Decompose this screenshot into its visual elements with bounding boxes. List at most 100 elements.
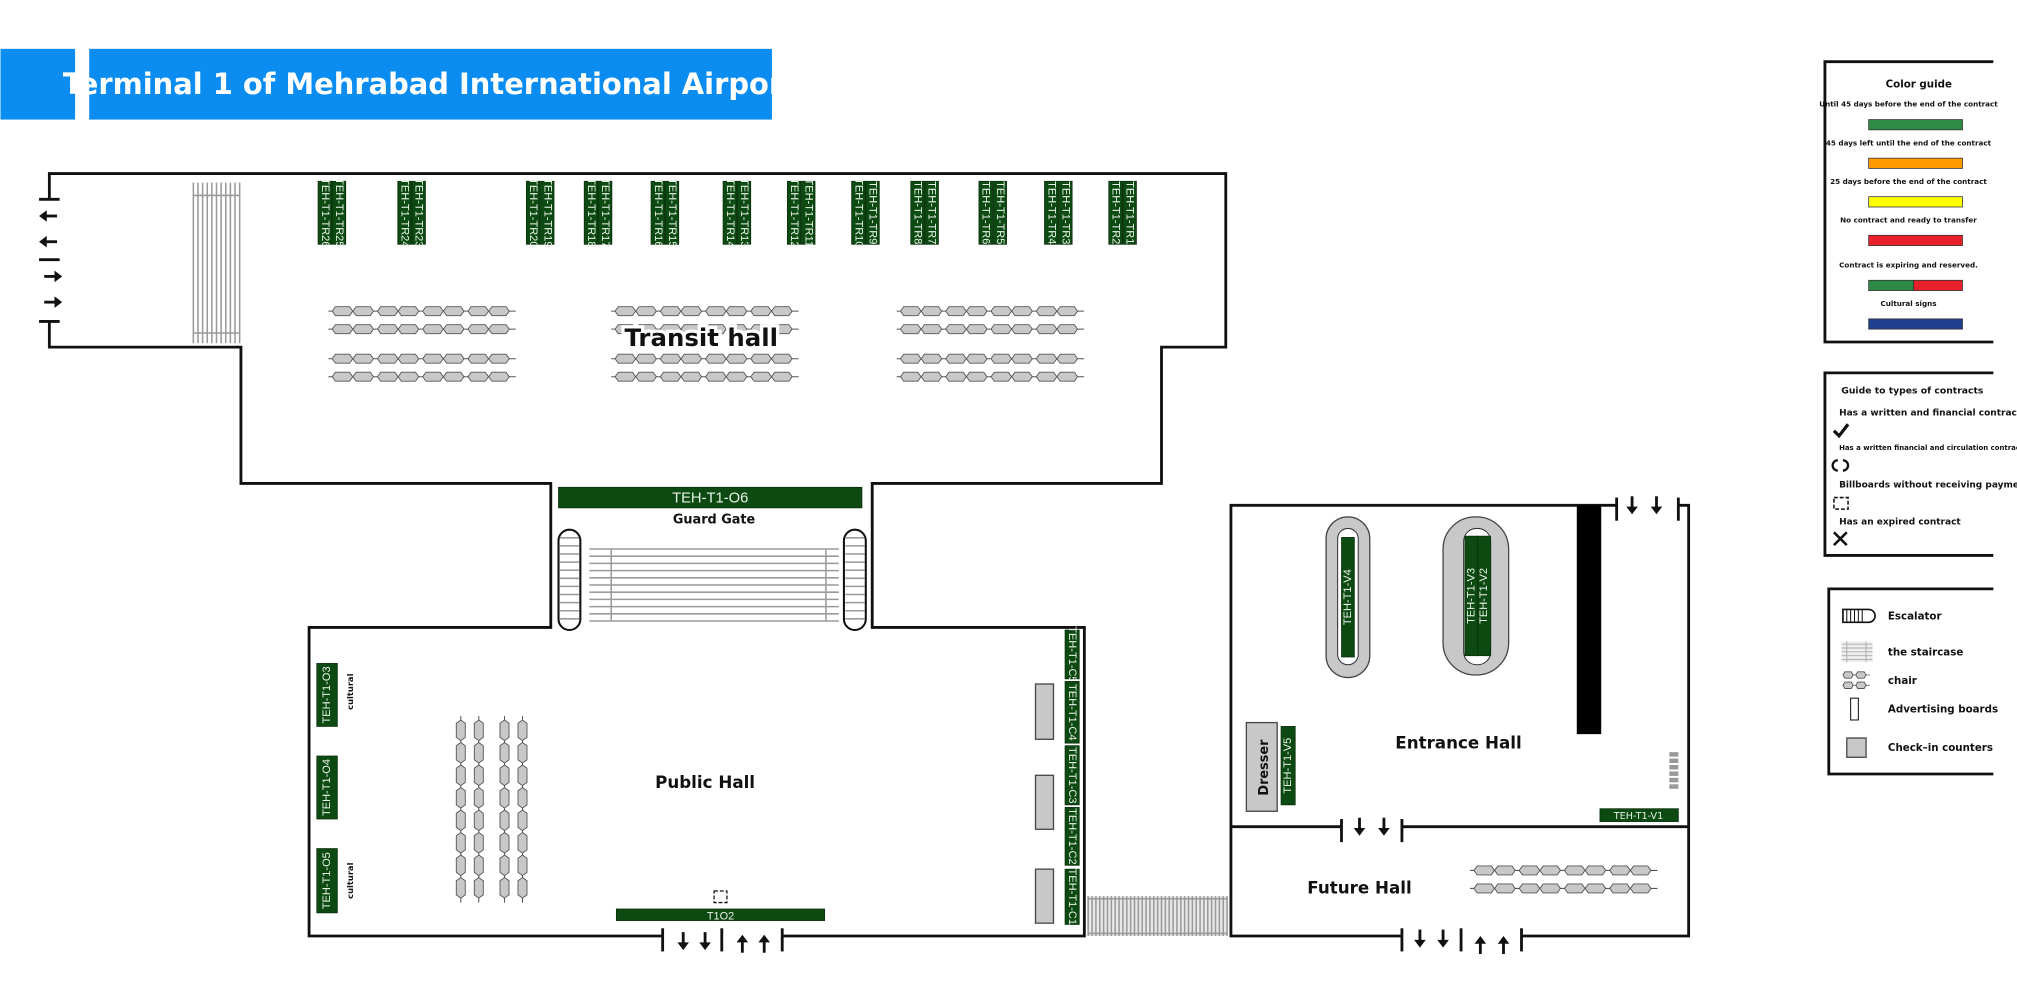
board-label: TEH-T1-TR16 xyxy=(652,178,664,247)
advertising-board[interactable] xyxy=(1064,629,1080,680)
advertising-board[interactable] xyxy=(1108,180,1123,245)
chair xyxy=(442,371,465,382)
chair xyxy=(990,353,1013,364)
chair xyxy=(1609,865,1631,876)
chair xyxy=(473,786,484,809)
future-hall-label: Future Hall xyxy=(1307,878,1411,898)
board-t102[interactable] xyxy=(615,908,826,921)
chair xyxy=(442,306,465,317)
arrow-head xyxy=(1474,936,1487,944)
chair xyxy=(473,741,484,764)
chair xyxy=(1011,371,1033,382)
board-o6[interactable] xyxy=(558,486,863,509)
chair xyxy=(945,371,967,382)
arrow-head xyxy=(736,934,749,943)
advertising-board[interactable] xyxy=(1044,180,1059,245)
chair xyxy=(990,324,1013,335)
advertising-board[interactable] xyxy=(650,180,665,245)
advertising-board[interactable] xyxy=(597,180,613,245)
advertising-board[interactable] xyxy=(924,180,939,245)
arrow-left-icon xyxy=(39,235,58,248)
chair xyxy=(920,353,943,364)
color-guide-label: No contract and ready to transfer xyxy=(1840,215,1977,224)
color-swatch xyxy=(1868,196,1963,208)
advertising-board[interactable] xyxy=(1122,180,1137,245)
chair xyxy=(422,371,444,382)
chair xyxy=(770,324,793,335)
advertising-board[interactable] xyxy=(331,180,347,245)
public-hall-label: Public Hall xyxy=(655,772,755,792)
board-label: TEH-T1-V5 xyxy=(1282,738,1294,794)
chair xyxy=(965,353,988,364)
staircase-guard-gate xyxy=(589,548,839,622)
arrow-head xyxy=(677,942,689,951)
board-v1[interactable] xyxy=(1599,808,1679,822)
escalator xyxy=(842,528,867,632)
chair xyxy=(473,854,484,877)
advertising-board[interactable] xyxy=(992,180,1007,245)
advertising-board[interactable] xyxy=(865,180,880,245)
arrow-up-icon xyxy=(736,934,749,953)
escalator xyxy=(557,528,582,632)
advertising-board[interactable] xyxy=(851,180,866,245)
chair xyxy=(455,809,466,832)
doorways xyxy=(39,197,1680,955)
arrow-up-icon xyxy=(758,934,770,953)
chair xyxy=(352,324,375,335)
legend-staircase-label: the staircase xyxy=(1888,647,1963,659)
advertising-board[interactable] xyxy=(1064,745,1080,806)
chair xyxy=(1056,324,1079,335)
advertising-board[interactable] xyxy=(397,180,412,245)
legend-chair-label: chair xyxy=(1888,675,1918,687)
board-label: TEH-T1-V3 xyxy=(1465,568,1477,624)
chair xyxy=(899,306,922,317)
advertising-board[interactable] xyxy=(1064,807,1080,866)
advertising-board[interactable] xyxy=(664,180,680,245)
advertising-board[interactable] xyxy=(910,180,925,245)
advertising-board[interactable] xyxy=(1341,537,1355,658)
advertising-board[interactable] xyxy=(316,848,338,914)
board-label: TEH-T1-TR8 xyxy=(912,181,924,244)
chair xyxy=(659,371,682,382)
chair xyxy=(1629,883,1652,894)
chair xyxy=(899,324,922,335)
advertising-board[interactable] xyxy=(316,663,338,727)
entrance-hall-walls xyxy=(1229,503,1691,938)
arrow-head xyxy=(54,296,63,308)
advertising-board[interactable] xyxy=(801,180,816,245)
chair xyxy=(1035,324,1058,335)
advertising-board[interactable] xyxy=(736,180,752,245)
chair xyxy=(1473,883,1496,894)
advertising-board[interactable] xyxy=(1058,180,1073,245)
chair xyxy=(499,741,510,764)
chair xyxy=(965,324,988,335)
advertising-board[interactable] xyxy=(978,180,993,245)
chair xyxy=(397,324,420,335)
chair xyxy=(705,306,727,317)
chair xyxy=(397,306,420,317)
chair xyxy=(499,854,510,877)
advertising-board[interactable] xyxy=(1064,681,1080,744)
chair xyxy=(635,306,657,317)
advertising-board[interactable] xyxy=(786,180,802,245)
chair xyxy=(1035,353,1058,364)
staircase-connector xyxy=(1086,896,1229,937)
board-label: TEH-T1-TR2 xyxy=(1110,181,1122,244)
chair xyxy=(614,353,637,364)
advertising-board[interactable] xyxy=(317,180,332,245)
advertising-board[interactable] xyxy=(1477,535,1492,657)
board-label: TEH-T1-TR9 xyxy=(867,181,879,244)
advertising-board[interactable] xyxy=(1280,726,1296,806)
chair xyxy=(750,306,772,317)
chair xyxy=(965,371,988,382)
advertising-board[interactable] xyxy=(1064,868,1080,925)
advertising-board[interactable] xyxy=(316,755,338,820)
advertising-board[interactable] xyxy=(411,180,426,245)
advertising-board[interactable] xyxy=(525,180,541,245)
advertising-board[interactable] xyxy=(583,180,599,245)
chair xyxy=(920,371,943,382)
circulation-icon xyxy=(1831,459,1850,472)
advertising-board[interactable] xyxy=(540,180,555,245)
advertising-board[interactable] xyxy=(722,180,737,245)
chair xyxy=(517,764,528,787)
